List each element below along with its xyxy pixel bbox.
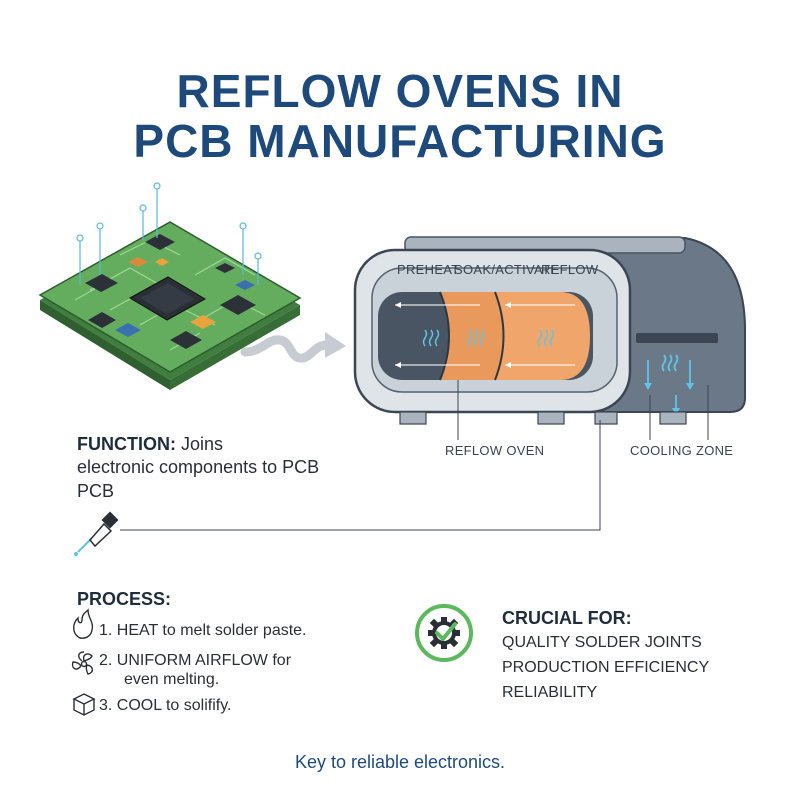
function-text-1: Joins [181, 434, 224, 454]
process-step-2-cont: even melting. [124, 671, 220, 688]
function-block: FUNCTION: Joins [77, 433, 223, 455]
reflow-oven-illustration [353, 236, 746, 425]
function-text-3: PCB [77, 481, 115, 501]
oven-label: REFLOW OVEN [445, 443, 545, 458]
leader-lines [120, 380, 709, 531]
process-step-3: 3. COOL to solifify. [99, 697, 232, 714]
crucial-item-2: PRODUCTION EFFICIENCY [502, 659, 710, 676]
cooling-zone-label: COOLING ZONE [630, 443, 734, 458]
pcb-illustration [38, 182, 302, 390]
process-step-2: 2. UNIFORM AIRFLOW for [99, 652, 292, 669]
flame-icon [73, 608, 94, 639]
zone-label-preheat: PREHEAT [397, 262, 460, 277]
zone-label-reflow: REFLOW [541, 262, 599, 277]
fan-icon [71, 651, 94, 675]
zone-label-soak: SOAK/ACTIVATE [454, 262, 560, 277]
function-text-2: electronic components to PCB [77, 457, 320, 477]
page-title-line-1: REFLOW OVENS IN [176, 65, 624, 117]
footer-tagline: Key to reliable electronics. [294, 752, 506, 772]
process-step-1: 1. HEAT to melt solder paste. [99, 622, 307, 639]
function-heading: FUNCTION: [77, 434, 176, 454]
cube-icon [72, 693, 96, 716]
solder-dispenser-icon [74, 511, 119, 556]
main-chip [128, 276, 207, 321]
crucial-heading: CRUCIAL FOR: [502, 608, 632, 628]
crucial-item-1: QUALITY SOLDER JOINTS [502, 634, 702, 651]
process-heading: PROCESS: [77, 589, 172, 609]
crucial-item-3: RELIABILITY [502, 684, 598, 701]
page-title-line-2: PCB MANUFACTURING [133, 115, 667, 167]
flow-arrow [240, 332, 346, 363]
gear-check-icon [415, 604, 473, 662]
